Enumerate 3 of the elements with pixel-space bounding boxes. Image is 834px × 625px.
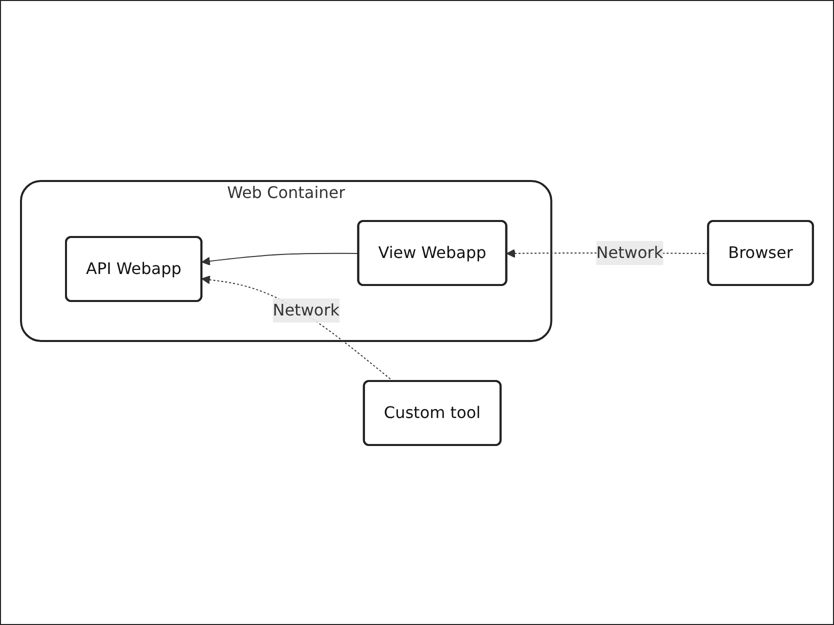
arrow bbox=[202, 252, 360, 266]
edge-label: Network bbox=[596, 242, 664, 262]
edge-label: Network bbox=[272, 300, 340, 319]
